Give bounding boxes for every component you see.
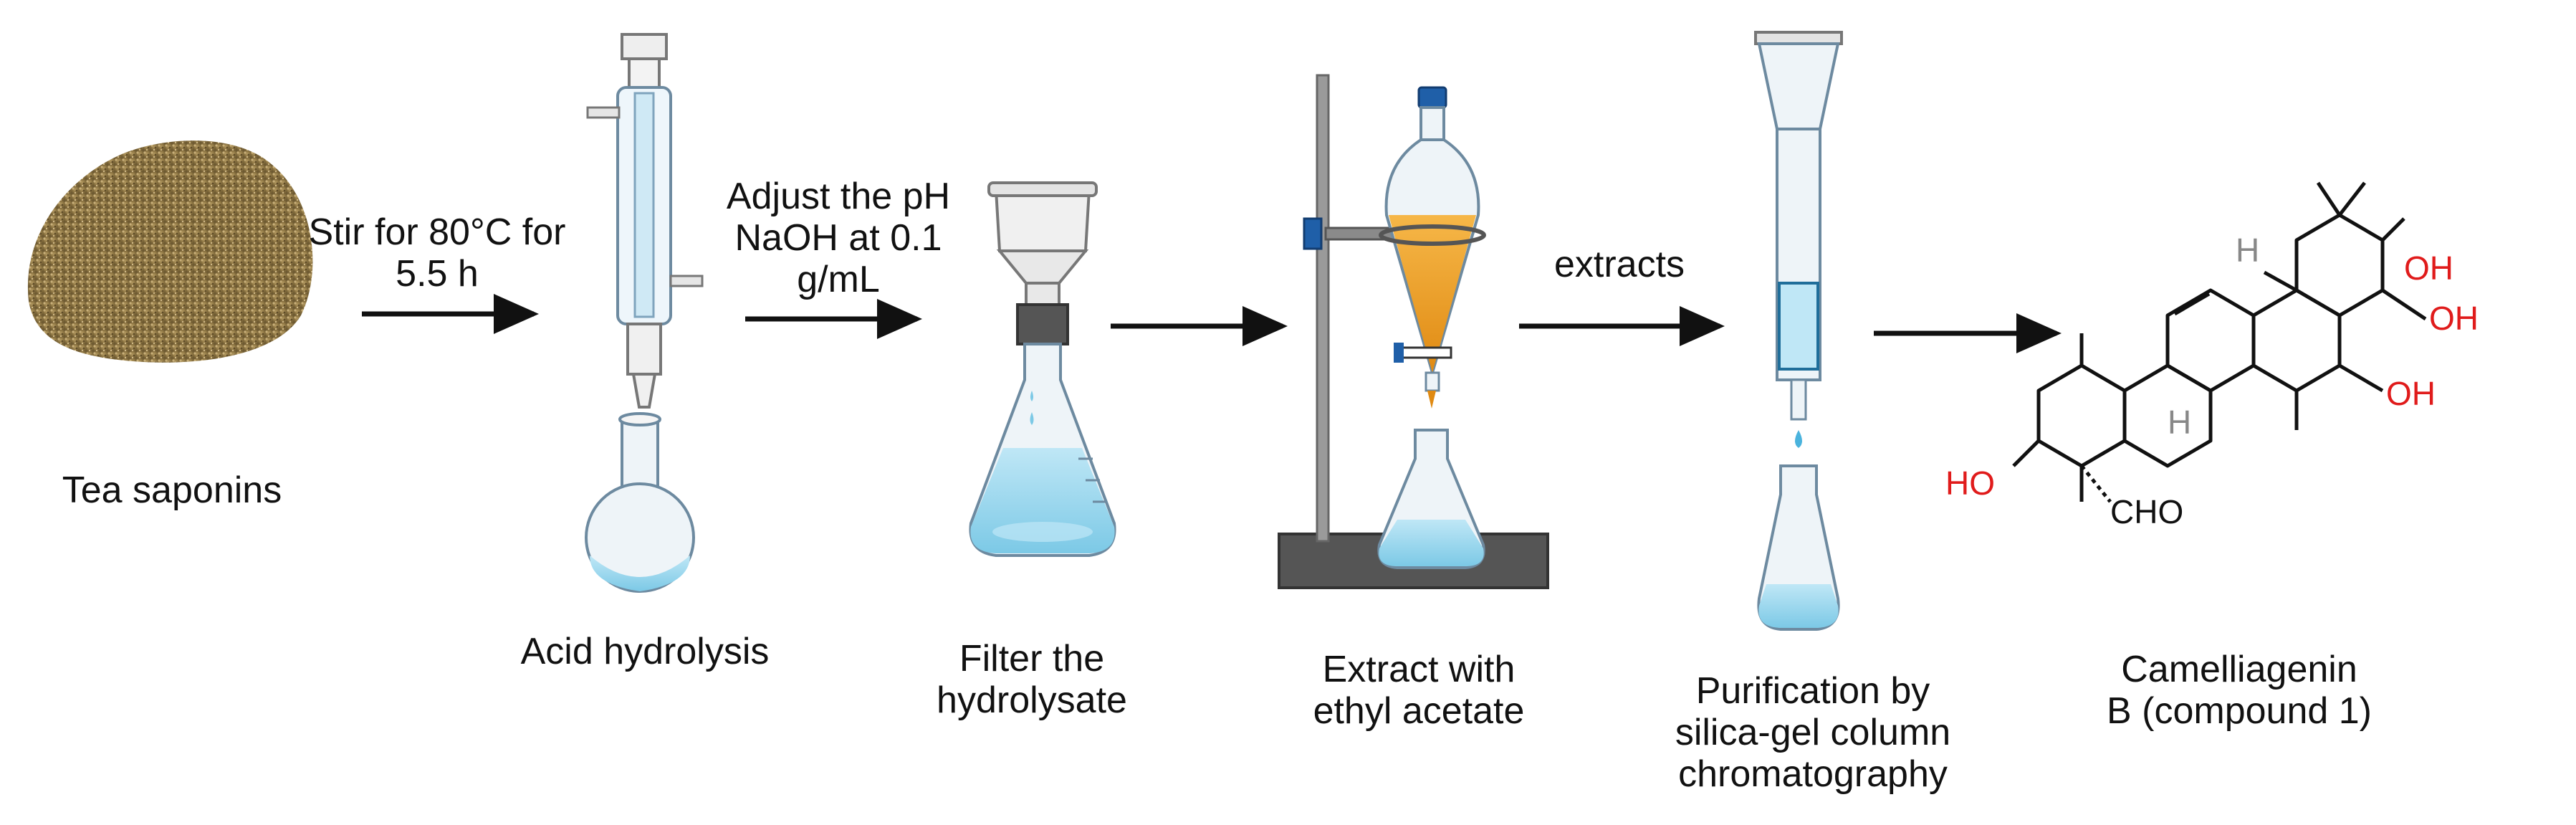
oh-lower-label: OH (2386, 375, 2436, 412)
filter-funnel-illustration (987, 181, 1098, 345)
column-collection-flask-illustration (1757, 464, 1840, 631)
structure-atom-labels: OH OH OH HO CHO H H (1945, 232, 2479, 530)
tea-saponins-label: Tea saponins (62, 469, 282, 511)
cho-label: CHO (2110, 493, 2183, 530)
h-mid-label: H (2168, 404, 2191, 441)
separatory-funnel-illustration (1379, 86, 1486, 409)
round-bottom-flask-illustration (585, 412, 695, 593)
h-top-label: H (2236, 232, 2259, 269)
ho-left-label: HO (1945, 464, 1995, 502)
product-label: Camelliagenin B (compound 1) (2107, 649, 2372, 732)
acid-hydrolysis-label: Acid hydrolysis (520, 631, 770, 672)
reflux-condenser-illustration (586, 33, 704, 409)
oh-top-label: OH (2404, 249, 2453, 287)
extracts-condition-label: extracts (1553, 244, 1685, 285)
filter-hydrolysate-label: Filter the hydrolysate (937, 638, 1127, 721)
collection-flask-illustration (1377, 429, 1485, 569)
stir-condition-label: Stir for 80°C for 5.5 h (308, 211, 566, 295)
ph-condition-label: Adjust the pH NaOH at 0.1 g/mL (726, 176, 951, 300)
chromatography-column-illustration (1754, 31, 1843, 448)
erlenmeyer-flask-filtrate-illustration (969, 343, 1116, 557)
camelliagenin-b-structure (2012, 181, 2427, 503)
oh-ch2-label: OH (2429, 300, 2479, 337)
extract-ethyl-acetate-label: Extract with ethyl acetate (1313, 649, 1525, 732)
tea-saponin-powder-illustration (27, 140, 313, 363)
purification-label: Purification by silica-gel column chroma… (1675, 670, 1951, 795)
